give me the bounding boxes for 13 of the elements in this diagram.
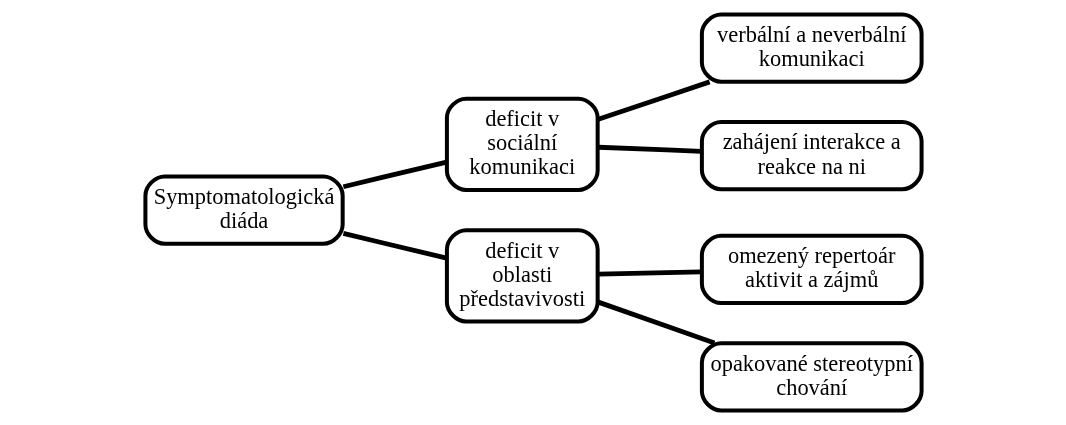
node-box: deficit v sociální komunikaci	[444, 96, 600, 193]
node-box: Symptomatologická diáda	[142, 174, 345, 246]
connector	[597, 79, 710, 122]
connector	[597, 269, 702, 277]
connector	[597, 299, 715, 346]
node-box: verbální a neverbální komunikaci	[699, 12, 924, 84]
connector	[342, 231, 447, 261]
node-box: zahájení interakce a reakce na ni	[699, 119, 924, 192]
connector	[342, 159, 447, 190]
node-box: deficit v oblasti představivosti	[444, 228, 600, 324]
connector	[597, 144, 702, 154]
node-box: opakované stereotypní chování	[699, 341, 924, 413]
node-box: omezený repertoár aktivit a zájmů	[699, 233, 924, 306]
